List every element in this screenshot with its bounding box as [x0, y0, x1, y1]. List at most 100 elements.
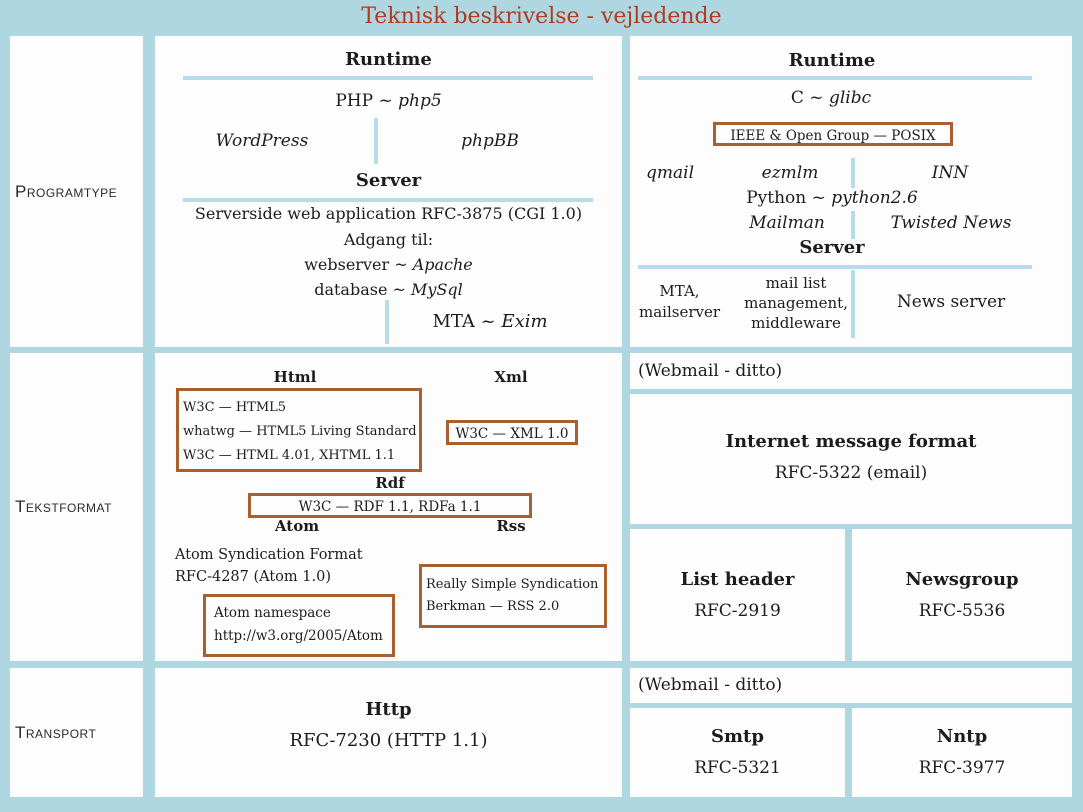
web-app-wordpress: WordPress — [215, 131, 309, 151]
rss-box-line2: Berkman — RSS 2.0 — [426, 599, 560, 614]
html-standards-box: W3C — HTML5 whatwg — HTML5 Living Standa… — [176, 388, 422, 472]
nntp-panel: Nntp RFC-3977 — [852, 708, 1072, 797]
c-label: C ~ — [790, 88, 829, 108]
list-header-detail: RFC-2919 — [694, 601, 781, 621]
http-panel: Http RFC-7230 (HTTP 1.1) — [155, 668, 622, 797]
webserver-label: webserver ~ — [304, 255, 413, 274]
xml-standards-box: W3C — XML 1.0 — [446, 420, 578, 445]
rdf-standards-box: W3C — RDF 1.1, RDFa 1.1 — [248, 493, 532, 518]
python-label: Python ~ — [746, 188, 832, 208]
atom-format-line1: Atom Syndication Format — [175, 547, 363, 563]
webserver-impl: Apache — [412, 255, 473, 274]
http-detail: RFC-7230 (HTTP 1.1) — [289, 730, 488, 751]
web-server-database: database ~ MySql — [155, 278, 622, 302]
web-server-line2: Adgang til: — [343, 230, 434, 249]
mail-server-col-mta-line2: mailserver — [638, 303, 721, 321]
atom-namespace-box: Atom namespace http://w3.org/2005/Atom — [203, 594, 395, 657]
posix-box: IEEE & Open Group — POSIX — [713, 122, 953, 146]
nntp-detail: RFC-3977 — [918, 758, 1006, 778]
list-header-title: List header — [680, 569, 795, 590]
divider-line — [638, 265, 1032, 269]
transport-webmail-panel: (Webmail - ditto) — [630, 668, 1072, 703]
internet-message-format-panel: Internet message format RFC-5322 (email) — [630, 394, 1072, 524]
atom-format-line2: RFC-4287 (Atom 1.0) — [175, 569, 331, 585]
divider-line — [851, 211, 855, 239]
row-label-panel-transport: Transport — [10, 668, 143, 797]
tekstformat-panel: Html Xml W3C — HTML5 whatwg — HTML5 Livi… — [155, 353, 622, 661]
rss-box-line1: Really Simple Syndication — [426, 577, 599, 592]
html-box-line3: W3C — HTML 4.01, XHTML 1.1 — [183, 448, 396, 463]
tekstformat-webmail-note: (Webmail - ditto) — [638, 361, 783, 381]
mail-server-col-maillist-line2: management, — [744, 294, 848, 312]
row-label-panel-tekstformat: Tekstformat — [10, 353, 143, 661]
html-box-line1: W3C — HTML5 — [183, 400, 287, 415]
rdf-header: Rdf — [375, 474, 405, 492]
web-runtime-header: Runtime — [345, 49, 432, 70]
mail-runtime-c: C ~ glibc — [791, 86, 871, 110]
tekstformat-webmail-panel: (Webmail - ditto) — [630, 353, 1072, 389]
mail-framework-twisted-news: Twisted News — [890, 213, 1012, 233]
web-server-webserver: webserver ~ Apache — [155, 253, 622, 277]
mail-server-col-news: News server — [896, 292, 1006, 312]
rdf-box-text: W3C — RDF 1.1, RDFa 1.1 — [298, 499, 482, 515]
mta-label: MTA ~ — [432, 311, 502, 332]
atom-box-line1: Atom namespace — [214, 605, 331, 621]
divider-line — [183, 76, 593, 80]
programtype-mail-panel: Runtime C ~ glibc IEEE & Open Group — PO… — [630, 36, 1072, 347]
database-label: database ~ — [314, 280, 412, 299]
imf-header: Internet message format — [725, 431, 977, 452]
smtp-panel: Smtp RFC-5321 — [630, 708, 845, 797]
rss-box: Really Simple Syndication Berkman — RSS … — [419, 564, 607, 628]
php-label: PHP ~ — [335, 91, 399, 111]
row-label-transport: Transport — [15, 722, 97, 742]
mail-runtime-header: Runtime — [788, 50, 876, 71]
list-header-panel: List header RFC-2919 — [630, 529, 845, 661]
programtype-web-panel: Runtime PHP ~ php5 WordPress phpBB Serve… — [155, 36, 622, 347]
xml-box-text: W3C — XML 1.0 — [455, 426, 569, 442]
divider-line — [385, 300, 389, 344]
mail-tool-ezmlm: ezmlm — [761, 163, 819, 183]
web-app-phpbb: phpBB — [461, 131, 519, 151]
atom-header: Atom — [274, 517, 320, 535]
row-label-panel-programtype: Programtype — [10, 36, 143, 347]
http-title: Http — [365, 699, 412, 720]
mail-server-col-mta-line1: MTA, — [659, 282, 700, 300]
smtp-title: Smtp — [711, 726, 764, 747]
mail-tool-inn: INN — [931, 163, 969, 183]
divider-line — [851, 270, 855, 338]
smtp-detail: RFC-5321 — [694, 758, 781, 778]
html-header: Html — [273, 368, 317, 386]
nntp-title: Nntp — [936, 726, 988, 747]
newsgroup-panel: Newsgroup RFC-5536 — [852, 529, 1072, 661]
divider-line — [183, 198, 593, 202]
page-title: Teknisk beskrivelse - vejledende — [361, 4, 722, 29]
mta-impl: Exim — [501, 311, 548, 332]
html-box-line2: whatwg — HTML5 Living Standard — [183, 424, 417, 439]
newsgroup-detail: RFC-5536 — [918, 601, 1006, 621]
mail-tool-qmail: qmail — [645, 163, 695, 183]
divider-line — [374, 118, 378, 164]
mail-server-header: Server — [799, 237, 865, 258]
rss-header: Rss — [496, 517, 526, 535]
mail-server-col-maillist-line3: middleware — [751, 314, 841, 332]
python-impl: python2.6 — [831, 188, 918, 208]
c-impl: glibc — [828, 88, 872, 108]
mail-framework-mailman: Mailman — [749, 213, 825, 233]
row-label-programtype: Programtype — [15, 181, 118, 201]
transport-webmail-note: (Webmail - ditto) — [638, 675, 783, 695]
mail-server-col-maillist-line1: mail list — [765, 274, 827, 292]
posix-box-text: IEEE & Open Group — POSIX — [730, 128, 936, 144]
mail-runtime-python: Python ~ python2.6 — [746, 186, 918, 210]
web-server-header: Server — [355, 170, 422, 191]
atom-box-line2: http://w3.org/2005/Atom — [214, 628, 383, 644]
mail-server-col-mta: MTA, mailserver — [632, 281, 727, 323]
row-label-tekstformat: Tekstformat — [15, 497, 112, 516]
divider-line — [851, 158, 855, 188]
newsgroup-title: Newsgroup — [905, 569, 1019, 590]
xml-header: Xml — [494, 368, 528, 386]
imf-detail: RFC-5322 (email) — [774, 463, 928, 483]
divider-line — [638, 76, 1032, 80]
web-mta: MTA ~ Exim — [432, 310, 547, 334]
database-impl: MySql — [411, 280, 463, 299]
